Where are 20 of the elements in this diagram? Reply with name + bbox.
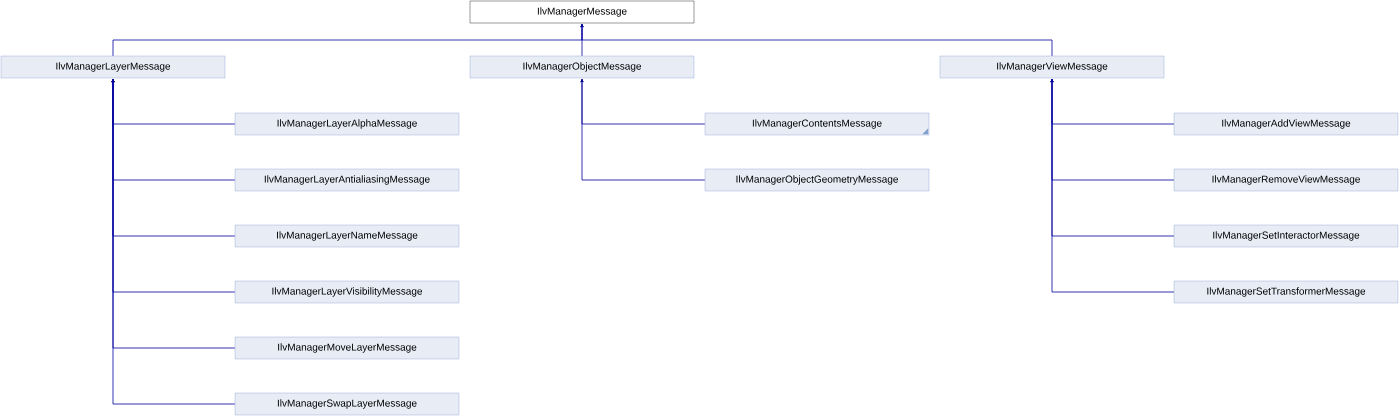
class-box: IlvManagerLayerAlphaMessage <box>234 112 460 136</box>
class-box: IlvManagerMoveLayerMessage <box>234 336 460 360</box>
inheritance-arrow <box>1050 78 1175 293</box>
inheritance-arrow <box>580 78 706 181</box>
base-class-box: IlvManagerMessage <box>469 0 695 24</box>
class-box: IlvManagerLayerNameMessage <box>234 224 460 248</box>
inheritance-arrow <box>580 23 1053 57</box>
class-box: IlvManagerSetTransformerMessage <box>1173 280 1399 304</box>
class-box: IlvManagerContentsMessage <box>704 112 930 136</box>
class-box: IlvManagerViewMessage <box>939 55 1165 79</box>
class-box: IlvManagerSwapLayerMessage <box>234 392 460 416</box>
class-box: IlvManagerSetInteractorMessage <box>1173 224 1399 248</box>
inheritance-arrow <box>111 78 236 405</box>
class-box: IlvManagerRemoveViewMessage <box>1173 168 1399 192</box>
class-box: IlvManagerLayerAntialiasingMessage <box>234 168 460 192</box>
class-box: IlvManagerLayerVisibilityMessage <box>234 280 460 304</box>
class-box: IlvManagerObjectMessage <box>469 55 695 79</box>
class-box: IlvManagerObjectGeometryMessage <box>704 168 930 192</box>
class-box: IlvManagerAddViewMessage <box>1173 112 1399 136</box>
class-box: IlvManagerLayerMessage <box>0 55 226 79</box>
